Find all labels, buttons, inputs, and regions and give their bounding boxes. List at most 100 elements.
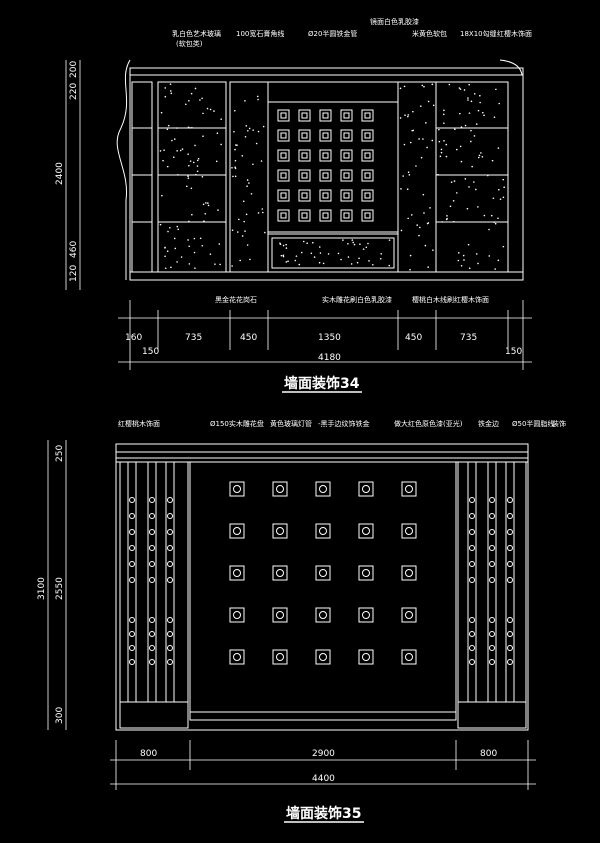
texture-dot bbox=[176, 127, 178, 129]
texture-dot bbox=[257, 212, 260, 214]
column-circle bbox=[489, 577, 495, 583]
texture-dot bbox=[400, 229, 403, 232]
texture-dot bbox=[256, 95, 259, 98]
grid-tile-35 bbox=[315, 565, 331, 581]
texture-dot bbox=[188, 245, 191, 248]
texture-dot bbox=[420, 156, 423, 159]
column-circle bbox=[129, 631, 135, 637]
grid-tile-35 bbox=[272, 481, 288, 497]
texture-dot bbox=[310, 252, 313, 255]
dim35-0: 800 bbox=[140, 749, 157, 759]
texture-dot bbox=[399, 87, 402, 90]
texture-dot bbox=[239, 259, 241, 262]
grid-tile-inner bbox=[343, 212, 350, 219]
grid-tile bbox=[277, 149, 290, 162]
dim35-left-0: 250 bbox=[55, 445, 65, 462]
grid-tile-inner bbox=[364, 152, 371, 159]
texture-dot bbox=[493, 116, 496, 118]
texture-dot bbox=[365, 246, 368, 249]
texture-dot bbox=[352, 241, 355, 244]
texture-dot bbox=[243, 220, 245, 223]
texture-dot bbox=[163, 149, 165, 151]
grid-tile-35 bbox=[358, 523, 374, 539]
column-circle bbox=[129, 659, 135, 665]
texture-dot bbox=[260, 160, 263, 162]
callout34-b1: 实木雕花刷白色乳胶漆 bbox=[322, 295, 392, 304]
texture-dot bbox=[409, 268, 411, 271]
texture-dot bbox=[164, 267, 167, 270]
texture-dot bbox=[197, 157, 200, 160]
texture-dot bbox=[247, 129, 249, 132]
texture-dot bbox=[358, 257, 360, 260]
grid-tile-inner bbox=[343, 112, 350, 119]
grid-tile-35 bbox=[401, 481, 417, 497]
callout35-0: 红樱桃木饰面 bbox=[118, 419, 160, 428]
texture-dot bbox=[231, 167, 233, 169]
texture-dot bbox=[477, 109, 480, 112]
texture-dot bbox=[249, 258, 251, 261]
texture-dot bbox=[176, 261, 178, 263]
wall-outline-35 bbox=[115, 443, 529, 731]
texture-dot bbox=[488, 228, 490, 231]
texture-dot bbox=[232, 175, 234, 178]
texture-dot bbox=[368, 260, 370, 262]
grid-tile-inner bbox=[301, 192, 308, 199]
texture-dot bbox=[187, 239, 189, 241]
texture-dot bbox=[445, 143, 448, 146]
grid-tile-inner bbox=[301, 112, 308, 119]
column-circle bbox=[129, 577, 135, 583]
grid-tile-inner bbox=[364, 112, 371, 119]
callout35-6: Ø50半圆脂线 bbox=[512, 419, 554, 428]
texture-dot bbox=[418, 138, 420, 140]
column-circle bbox=[489, 645, 495, 651]
column-circle bbox=[167, 577, 173, 583]
column-circle bbox=[149, 659, 155, 665]
texture-dot bbox=[244, 135, 247, 138]
grid-tile-35-inner bbox=[405, 611, 413, 619]
texture-dot bbox=[167, 124, 170, 127]
callout34-1: (软包类) bbox=[176, 39, 203, 48]
texture-dot bbox=[195, 173, 197, 176]
grid-tile-inner bbox=[322, 172, 329, 179]
dim35-left-2: 2550 bbox=[55, 577, 65, 600]
texture-dot bbox=[483, 214, 486, 217]
texture-dot bbox=[362, 248, 365, 250]
column-circle bbox=[489, 631, 495, 637]
grid-tile-35 bbox=[229, 523, 245, 539]
column-circle bbox=[167, 659, 173, 665]
texture-dot bbox=[432, 104, 435, 107]
grid-tile-35-inner bbox=[405, 527, 413, 535]
texture-dot bbox=[191, 126, 193, 129]
texture-dot bbox=[169, 226, 171, 229]
grid-tile-35-inner bbox=[233, 485, 241, 493]
texture-dot bbox=[423, 85, 425, 88]
texture-dot bbox=[388, 239, 391, 241]
texture-dot bbox=[257, 98, 259, 101]
dim34-left-3: 460 bbox=[69, 241, 79, 258]
texture-dot bbox=[422, 138, 424, 140]
texture-dot bbox=[187, 177, 190, 179]
column-circle bbox=[167, 631, 173, 637]
texture-dot bbox=[449, 205, 452, 208]
grid-tile-35-inner bbox=[405, 569, 413, 577]
texture-dot bbox=[213, 110, 215, 112]
texture-dot bbox=[415, 165, 417, 167]
grid-tile bbox=[361, 109, 374, 122]
texture-dot bbox=[497, 259, 500, 262]
grid-tile bbox=[277, 129, 290, 142]
texture-dot bbox=[202, 135, 204, 138]
texture-dot bbox=[199, 237, 202, 240]
grid-tile-inner bbox=[301, 172, 308, 179]
grid-tile-35-inner bbox=[362, 527, 370, 535]
dim34-7: 150 bbox=[505, 347, 522, 357]
texture-dot bbox=[439, 155, 442, 158]
title-34: 墙面装饰34 bbox=[284, 375, 360, 392]
texture-dot bbox=[193, 161, 195, 164]
grid-tile-inner bbox=[322, 132, 329, 139]
texture-dot bbox=[176, 150, 178, 152]
texture-dot bbox=[287, 260, 289, 263]
texture-dot bbox=[170, 92, 173, 95]
texture-dot bbox=[172, 156, 175, 159]
texture-dot bbox=[233, 109, 236, 112]
